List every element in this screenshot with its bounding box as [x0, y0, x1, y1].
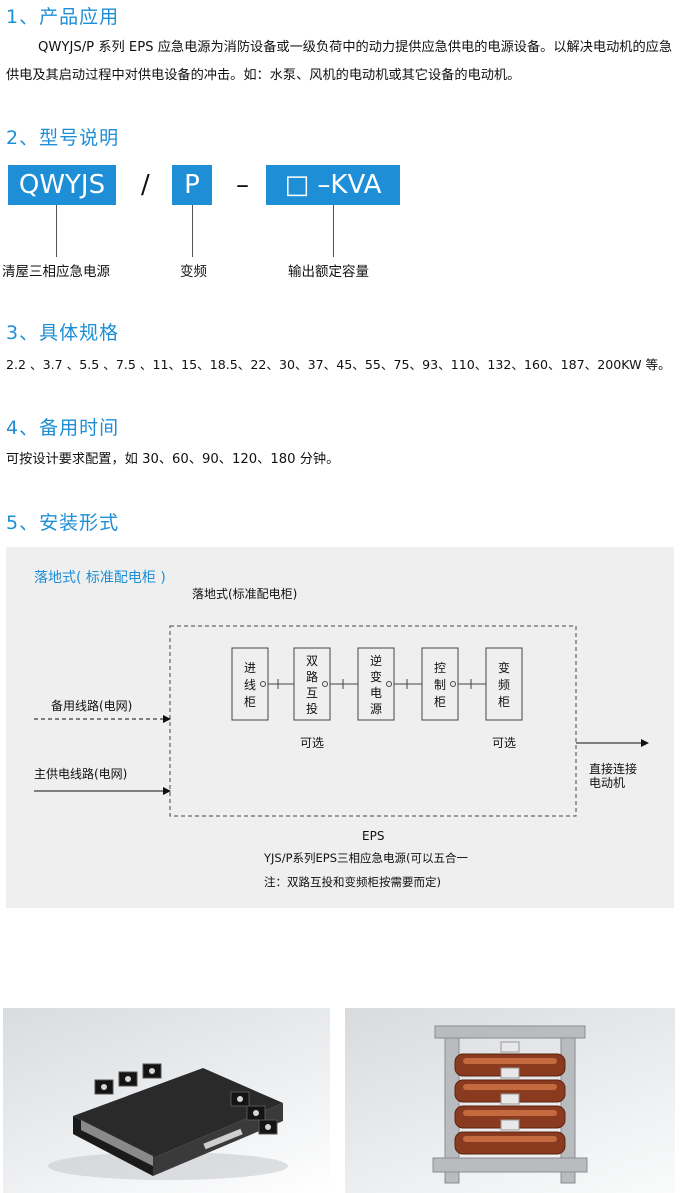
section-2-title: 2、型号说明 [6, 127, 120, 149]
model-label-series: 清屋三相应急电源 [2, 264, 110, 280]
svg-text:柜: 柜 [244, 695, 256, 709]
transformer-photo [345, 1008, 675, 1193]
svg-text:投: 投 [306, 701, 318, 716]
diagram-caption-1: YJS/P系列EPS三相应急电源(可以五合一 [263, 851, 469, 865]
install-diagram-panel: 落地式( 标准配电柜 ) 落地式(标准配电柜) 备用线路(电网) 主供电线路(电… [6, 547, 674, 908]
input-label-main: 主供电线路(电网) [34, 766, 127, 781]
svg-text:频: 频 [498, 678, 510, 692]
svg-text:进: 进 [244, 661, 256, 675]
svg-text:逆: 逆 [370, 653, 382, 668]
optional-label-transfer: 可选 [300, 736, 324, 750]
igbt-module-image [48, 1063, 288, 1180]
diagram-title: 落地式(标准配电柜) [192, 587, 297, 601]
svg-text:互: 互 [306, 686, 318, 700]
section-3-body: 2.2 、3.7 、5.5 、7.5 、11、15、18.5、22、30、37、… [6, 357, 671, 372]
svg-text:控: 控 [434, 661, 446, 675]
output-label-line1: 直接连接 [589, 761, 637, 776]
model-block-type: P [172, 165, 212, 205]
module-connectors [260, 679, 486, 689]
model-block-series: QWYJS [8, 165, 116, 205]
section-4-title: 4、备用时间 [6, 417, 120, 439]
optional-label-vfd: 可选 [492, 736, 516, 750]
diagram-caption-2: 注：双路互投和变频柜按需要而定) [264, 875, 441, 889]
model-separator-dash: – [236, 170, 249, 200]
section-4-body: 可按设计要求配置，如 30、60、90、120、180 分钟。 [6, 452, 340, 467]
section-5-title: 5、安装形式 [6, 512, 120, 534]
svg-text:柜: 柜 [498, 695, 510, 709]
module-inverter: 逆 变 电 源 [357, 647, 395, 721]
input-label-backup: 备用线路(电网) [51, 698, 132, 713]
model-leader-line [192, 205, 193, 257]
transformer-image [432, 1025, 588, 1184]
module-control: 控 制 柜 [421, 647, 459, 721]
eps-label: EPS [362, 829, 384, 843]
svg-text:路: 路 [306, 669, 318, 684]
model-leader-line [333, 205, 334, 257]
section-1-body: QWYJS/P 系列 EPS 应急电源为消防设备或一级负荷中的动力提供应急供电的… [6, 40, 673, 83]
module-incoming: 进 线 柜 [231, 647, 269, 721]
svg-text:源: 源 [370, 702, 382, 716]
svg-text:变: 变 [498, 660, 510, 675]
model-label-capacity: 输出额定容量 [288, 264, 369, 280]
model-separator-slash: / [141, 170, 150, 200]
svg-text:制: 制 [434, 678, 446, 692]
install-subtitle: 落地式( 标准配电柜 ) [34, 570, 166, 586]
igbt-module-photo [3, 1008, 330, 1193]
svg-text:电: 电 [370, 686, 382, 700]
svg-text:线: 线 [244, 678, 256, 692]
svg-text:柜: 柜 [434, 695, 446, 709]
module-dual-transfer: 双 路 互 投 [293, 647, 331, 721]
model-label-type: 变频 [180, 264, 207, 280]
model-block-capacity: □ –KVA [266, 165, 400, 205]
section-1-title: 1、产品应用 [6, 6, 120, 28]
model-leader-line [56, 205, 57, 257]
section-3-title: 3、具体规格 [6, 322, 120, 344]
install-diagram: 落地式(标准配电柜) 备用线路(电网) 主供电线路(电网) 进 线 柜 双 路 … [34, 587, 649, 889]
module-vfd: 变 频 柜 [485, 647, 523, 721]
output-label-line2: 电动机 [589, 776, 625, 790]
eps-boundary [169, 625, 577, 817]
svg-text:双: 双 [306, 654, 318, 668]
svg-text:变: 变 [370, 669, 382, 684]
